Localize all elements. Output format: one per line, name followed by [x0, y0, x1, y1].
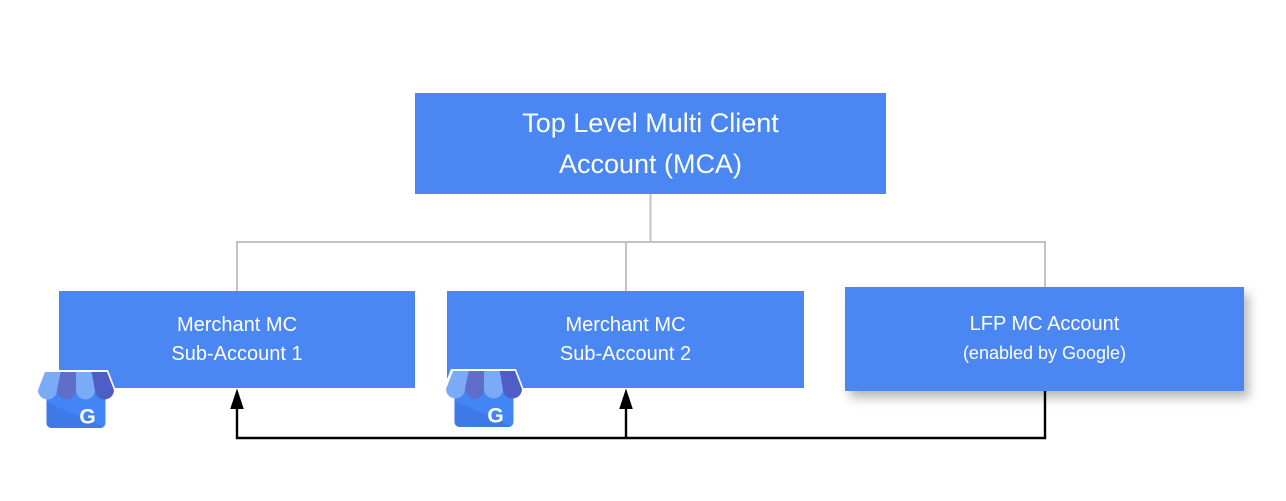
- google-g-letter: G: [79, 406, 95, 429]
- node-merchant-sub-account-2-line1: Merchant MC: [565, 313, 686, 336]
- google-g-letter: G: [487, 405, 503, 428]
- node-merchant-sub-account-1: Merchant MC Sub-Account 1: [59, 291, 415, 388]
- google-business-storefront-icon: G: [446, 371, 522, 428]
- node-top-level-mca-line1: Top Level Multi Client: [522, 107, 779, 138]
- node-lfp-mc-account: LFP MC Account (enabled by Google): [845, 287, 1244, 391]
- tree-connector-lines: [236, 194, 1046, 291]
- arrowhead-sub-account-1-icon: [230, 388, 244, 409]
- node-merchant-sub-account-2: Merchant MC Sub-Account 2: [447, 291, 804, 388]
- node-merchant-sub-account-1-line2: Sub-Account 1: [171, 342, 303, 365]
- feedback-arrow-lines: [235, 391, 1047, 440]
- node-merchant-sub-account-2-line2: Sub-Account 2: [559, 342, 692, 365]
- node-top-level-mca: Top Level Multi Client Account (MCA): [415, 93, 886, 194]
- node-merchant-sub-account-1-line1: Merchant MC: [176, 313, 298, 336]
- node-lfp-mc-account-line1: LFP MC Account: [969, 313, 1120, 335]
- node-top-level-mca-line2: Account (MCA): [558, 148, 743, 179]
- arrowhead-sub-account-2-icon: [619, 388, 633, 409]
- google-business-storefront-icon: G: [38, 372, 114, 429]
- node-lfp-mc-account-line2: (enabled by Google): [962, 343, 1127, 363]
